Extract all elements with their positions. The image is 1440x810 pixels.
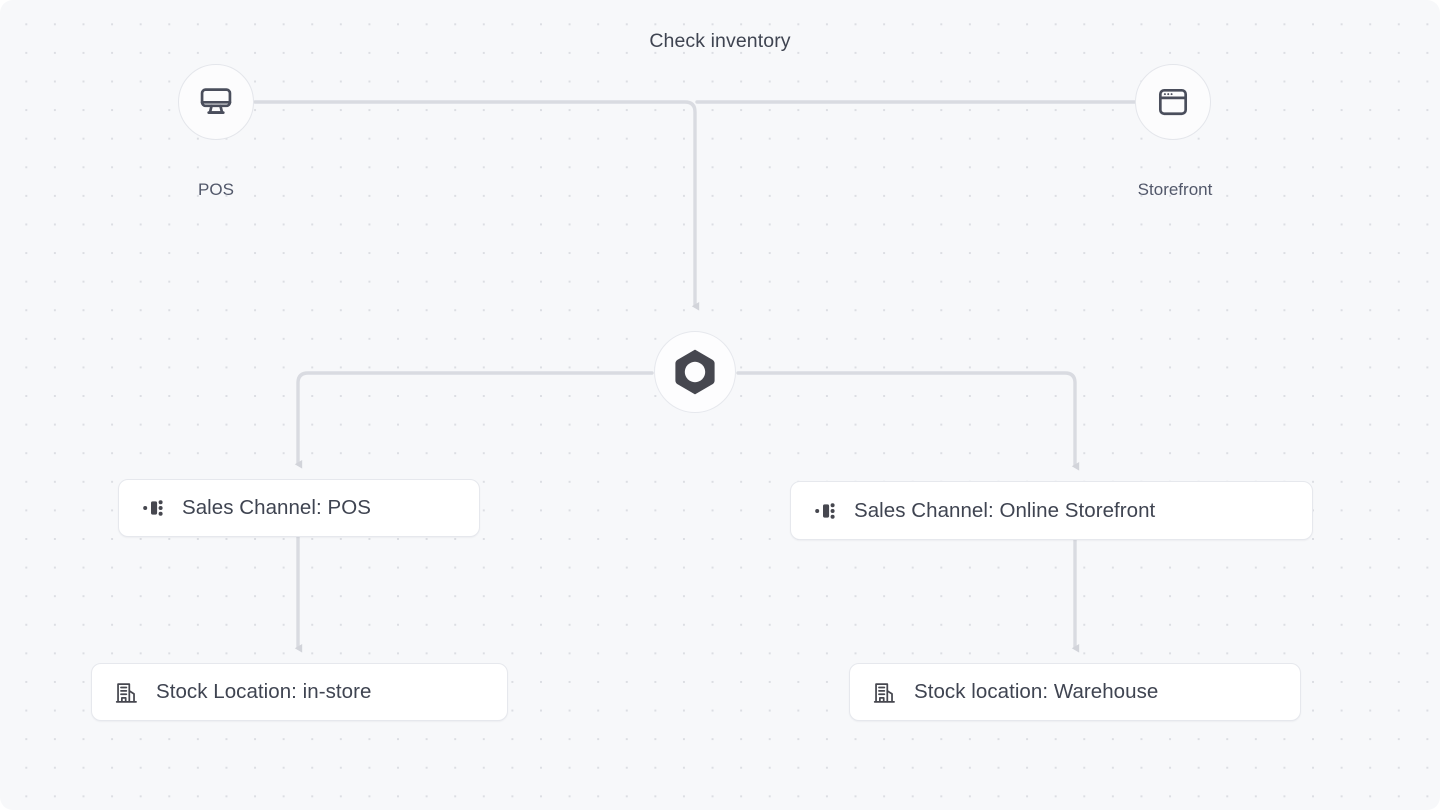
card-stock-location-warehouse[interactable]: Stock location: Warehouse [849,663,1301,721]
node-pos-label: POS [198,180,234,199]
card-sales-channel-online-storefront[interactable]: Sales Channel: Online Storefront [790,481,1313,540]
edge-medusa-to-sales-channel-pos [294,371,654,469]
warehouse-building-icon [114,679,141,706]
card-stock-location-warehouse-label: Stock location: Warehouse [914,680,1159,703]
sales-channel-icon [813,498,839,524]
medusa-hexagon-icon [669,346,721,398]
warehouse-building-icon [872,679,899,706]
card-sales-channel-online-storefront-label: Sales Channel: Online Storefront [854,498,1156,522]
card-stock-location-in-store[interactable]: Stock Location: in-store [91,663,508,721]
node-medusa-center[interactable] [654,331,736,413]
card-sales-channel-pos[interactable]: Sales Channel: POS [118,479,480,537]
desktop-monitor-icon [197,83,235,121]
edge-pos-to-medusa [253,100,700,311]
node-storefront-label: Storefront [1137,180,1213,199]
card-sales-channel-pos-label: Sales Channel: POS [182,496,371,519]
card-stock-location-in-store-label: Stock Location: in-store [156,680,372,703]
node-storefront[interactable] [1135,64,1211,140]
node-pos[interactable] [178,64,254,140]
browser-window-icon [1154,83,1192,121]
edge-medusa-to-sales-channel-online [736,371,1080,471]
diagram-title: Check inventory [649,30,791,52]
sales-channel-icon [141,495,167,521]
